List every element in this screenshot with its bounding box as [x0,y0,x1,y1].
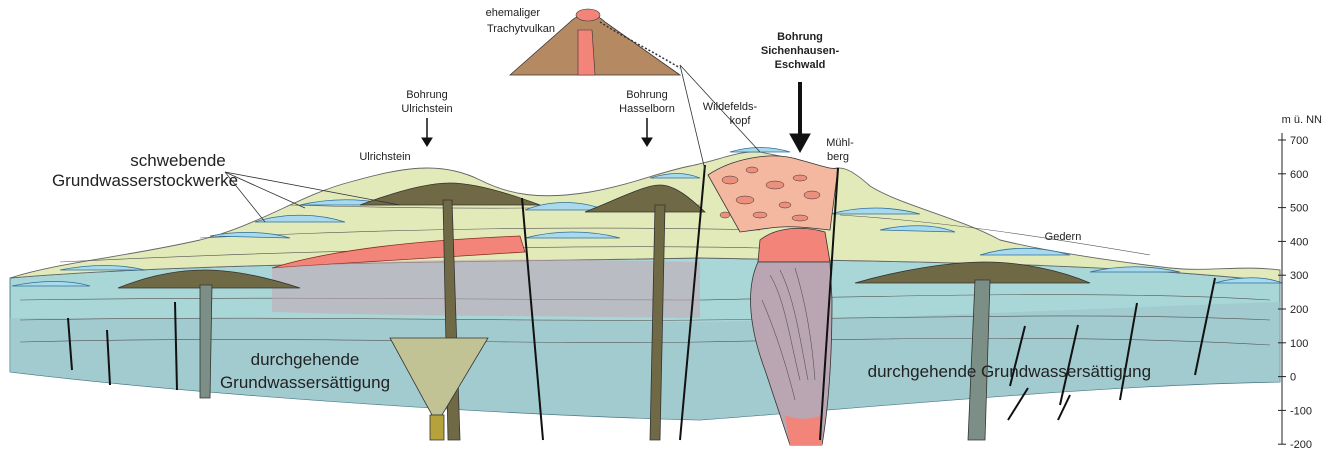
axis-tick-label: 600 [1290,169,1308,181]
bore-sichenhausen-label-2: Sichenhausen- [761,45,840,57]
gedern-place-label: Gedern [1045,231,1082,243]
bore-arrows [422,82,810,152]
saturation-left-label-1: durchgehende [251,350,360,369]
saturation-right-label-b: Grundwassersättigung [981,362,1151,381]
saturation-right-label-a: durchgehende [868,362,977,381]
saturation-left-label-2: Grundwassersättigung [220,373,390,392]
bore-sichenhausen-label-3: Eschwald [775,59,826,71]
axis-unit-label: m ü. NN [1282,114,1322,126]
axis-tick-label: 200 [1290,304,1308,316]
axis-tick-label: 100 [1290,338,1308,350]
bore-hasselborn-label-1: Bohrung [626,89,668,101]
bore-ulrichstein-label-1: Bohrung [406,89,448,101]
elevation-axis: m ü. NN 700 600 500 400 300 200 100 0 -100 -200 [1278,114,1322,450]
bore-sichenhausen-label-1: Bohrung [777,31,823,43]
bore-hasselborn-label-2: Hasselborn [619,103,675,115]
ulrichstein-place-label: Ulrichstein [359,151,410,163]
muehlberg-label-1: Mühl- [826,137,854,149]
wildefeldskopf-label-2: kopf [730,115,752,127]
axis-tick-label: 0 [1290,372,1296,384]
trachyte-dome-base [785,415,822,445]
volcano-label-line2: Trachytvulkan [487,23,555,35]
pinkish-flow [272,260,700,318]
wildefeldskopf-label-1: Wildefelds- [703,101,758,113]
volcano-label-line1: ehemaliger [486,7,541,19]
axis-ticks: 700 600 500 400 300 200 100 0 -100 -200 [1278,135,1312,450]
perched-label-2: Grundwasserstockwerke [52,171,238,190]
perched-label-1: schwebende [130,151,225,170]
axis-tick-label: 500 [1290,203,1308,215]
axis-tick-label: 700 [1290,135,1308,147]
axis-tick-label: 400 [1290,236,1308,248]
axis-tick-label: -200 [1290,439,1312,450]
muehlberg-label-2: berg [827,151,849,163]
bore-ulrichstein-label-2: Ulrichstein [401,103,452,115]
axis-tick-label: 300 [1290,270,1308,282]
axis-tick-label: -100 [1290,405,1312,417]
